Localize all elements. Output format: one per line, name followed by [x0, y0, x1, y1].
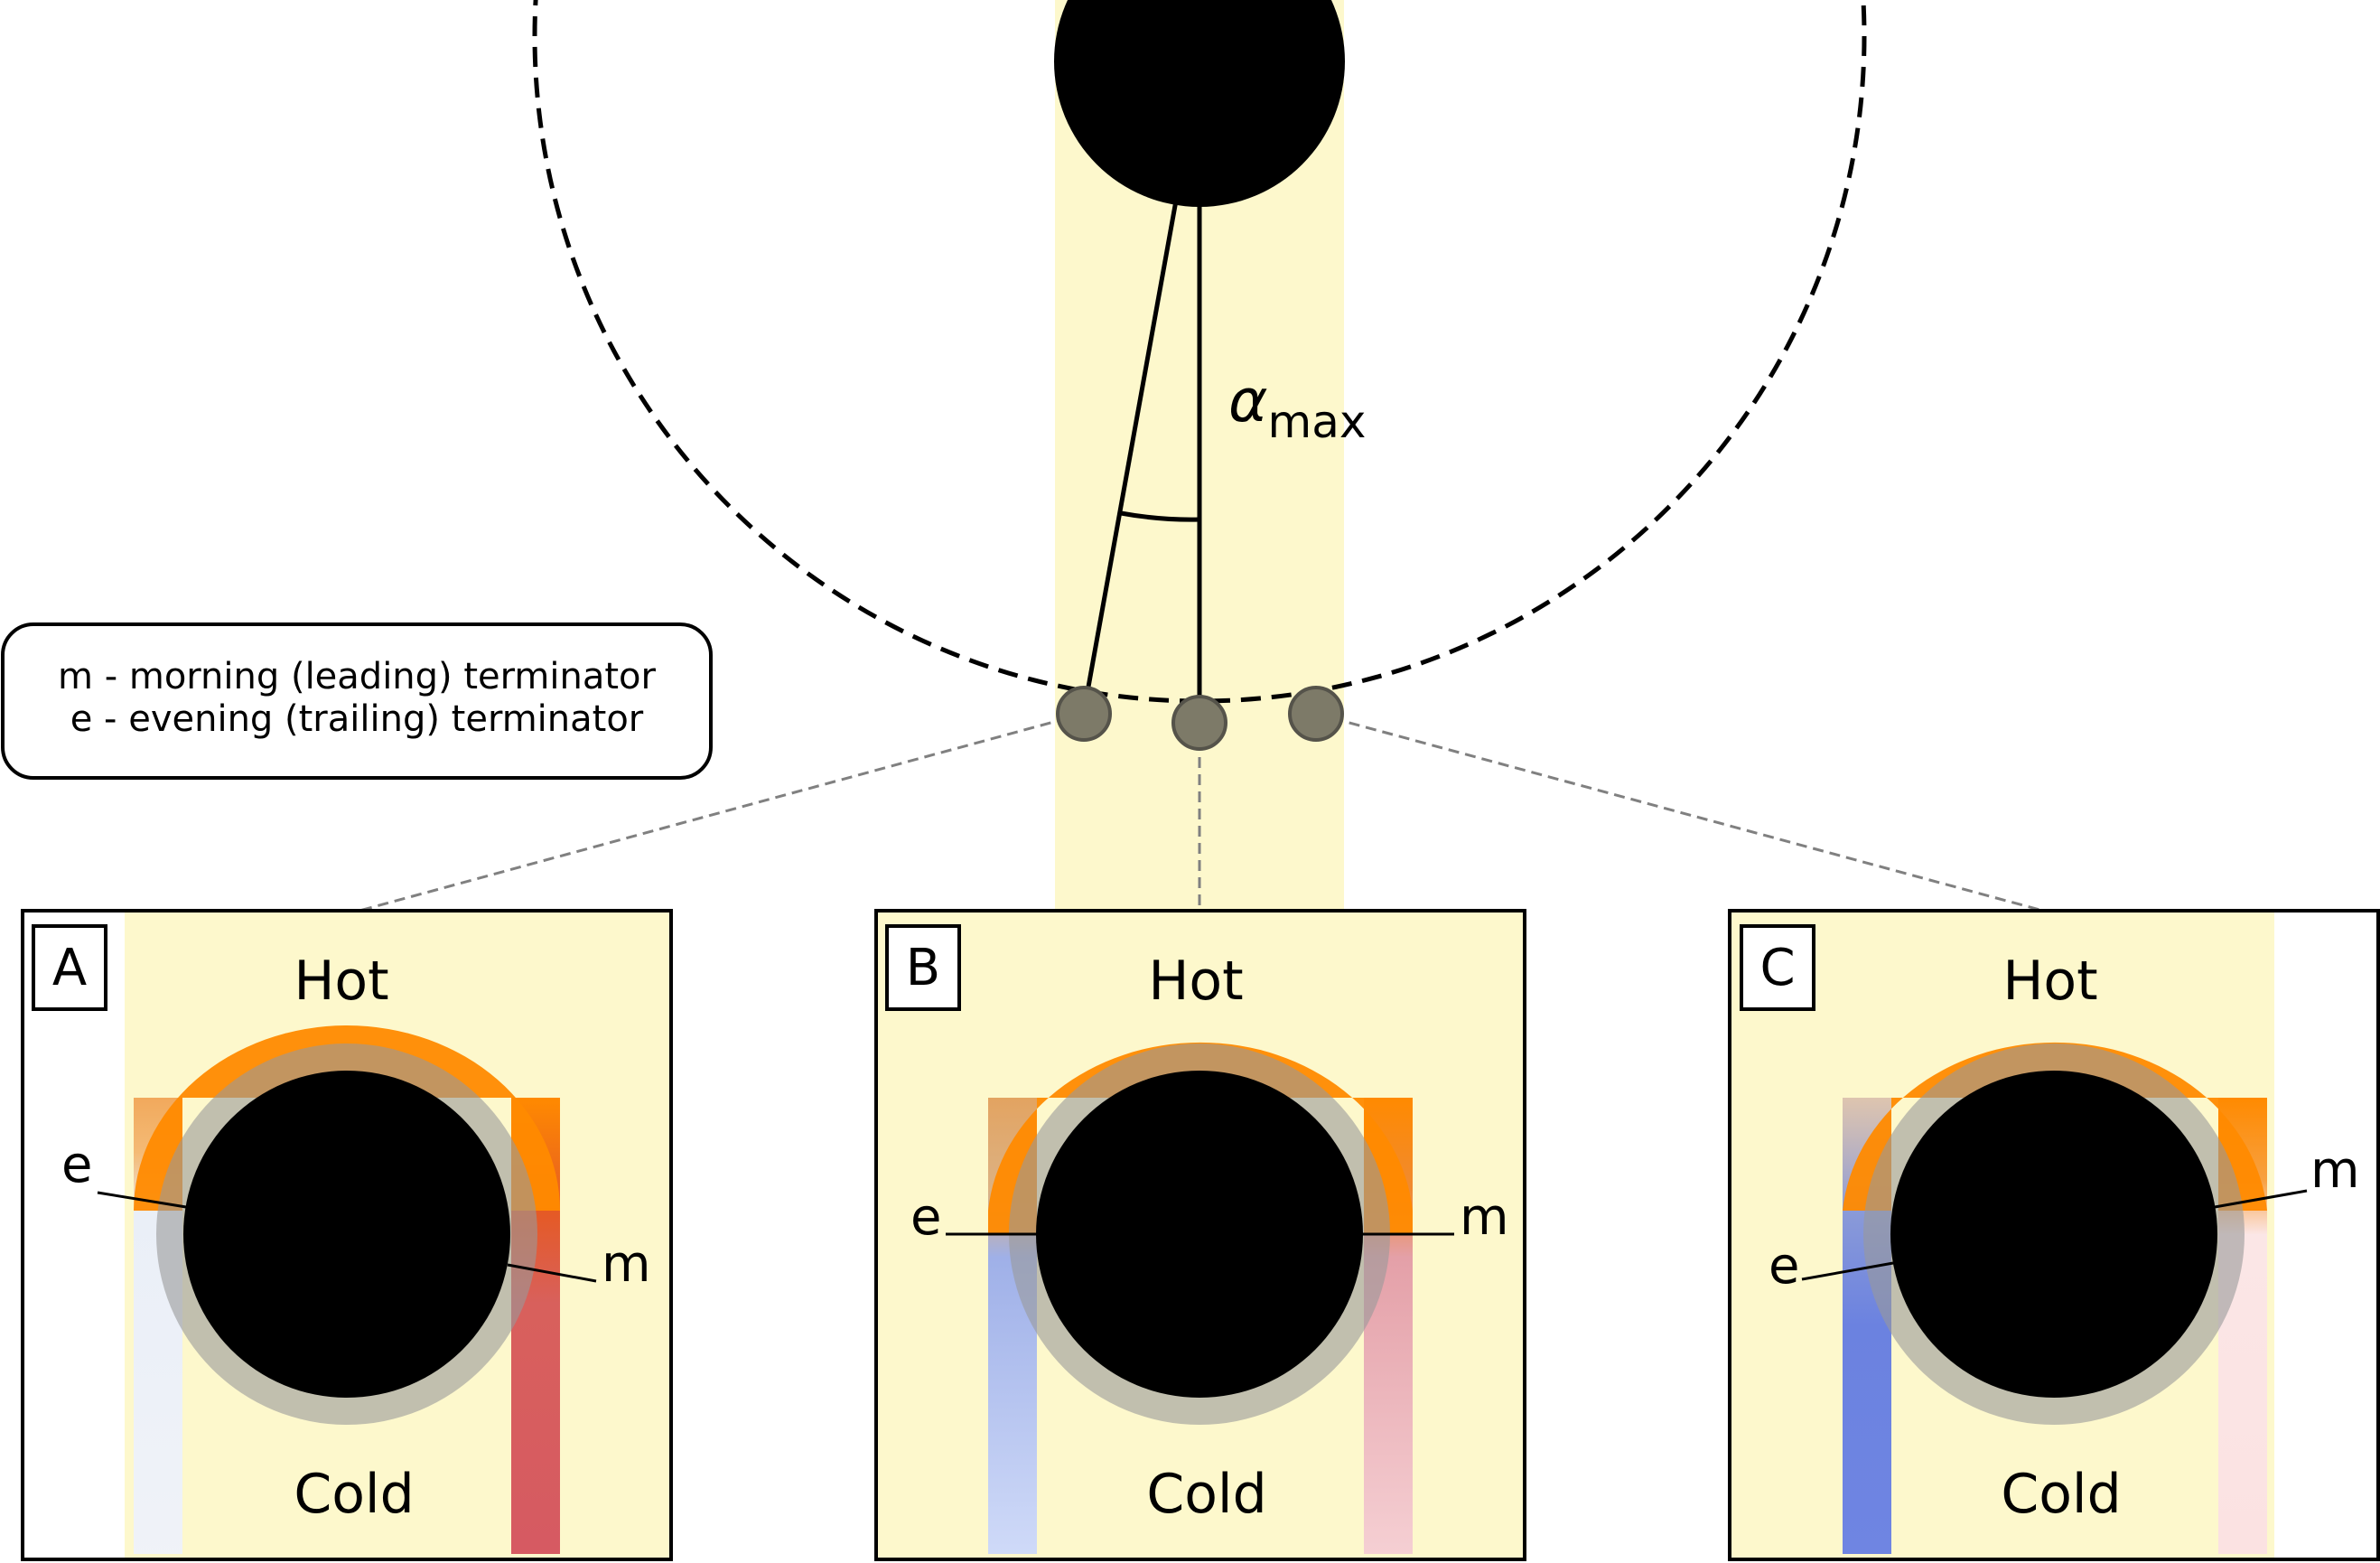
- panel-b-planet: [1036, 1071, 1363, 1398]
- panel-c-frame: [1728, 909, 2380, 1561]
- legend-morning-text: m - morning (leading) terminator: [58, 656, 656, 697]
- panel-c-cold-label: Cold: [2001, 1463, 2121, 1526]
- panel-a-evening-label: e: [61, 1136, 92, 1194]
- guide-line-c: [1315, 712, 2044, 913]
- panel-c-hot-label: Hot: [2002, 950, 2097, 1013]
- panel-c-evening-label: e: [1769, 1237, 1799, 1296]
- panel-a-m-leader: [507, 1263, 597, 1283]
- panel-b-tag: [885, 924, 961, 1011]
- orbit-planet-a: [1056, 686, 1112, 742]
- orbit-planet-c: [1288, 686, 1344, 742]
- panel-b-tag-text: B: [906, 939, 940, 997]
- legend-evening-text: e - evening (trailing) terminator: [70, 698, 644, 740]
- guide-line-a: [359, 712, 1085, 913]
- panel-c-planet: [1890, 1071, 2217, 1398]
- panel-a-cold-label: Cold: [294, 1463, 414, 1526]
- panel-c-m-leader: [2214, 1189, 2308, 1209]
- host-star: [1054, 0, 1345, 207]
- panel-c-tag-text: C: [1759, 939, 1795, 997]
- panel-b-hot-label: Hot: [1148, 950, 1243, 1013]
- panel-a-planet: [183, 1071, 510, 1398]
- orbit-planet-b: [1171, 695, 1227, 751]
- panel-c-e-leader: [1801, 1261, 1894, 1281]
- panel-b: e m Hot Cold B: [874, 909, 1526, 1561]
- panel-a: e m Hot Cold A: [21, 909, 673, 1561]
- panel-c-morning-label: m: [2310, 1141, 2360, 1200]
- tilted-sightline: [1081, 200, 1179, 713]
- panel-a-e-leader: [97, 1191, 187, 1209]
- alpha-max-arc: [1120, 510, 1200, 522]
- panel-c-tag: [1740, 924, 1815, 1011]
- panel-a-frame: [21, 909, 673, 1561]
- panel-b-frame: [874, 909, 1526, 1561]
- orbit-path: [532, 0, 1867, 704]
- panel-b-morning-label: m: [1460, 1188, 1509, 1247]
- alpha-max-label: αmax: [1228, 366, 1366, 448]
- panel-a-hot-limb: [134, 1025, 560, 1211]
- panel-a-hot-label: Hot: [294, 950, 388, 1013]
- legend-box: m - morning (leading) terminator e - eve…: [1, 622, 713, 780]
- panel-b-cold-label: Cold: [1146, 1463, 1266, 1526]
- panel-a-tag: [32, 924, 107, 1011]
- panel-a-tag-text: A: [52, 939, 87, 997]
- panel-a-morning-label: m: [602, 1235, 651, 1294]
- panel-b-evening-label: e: [910, 1188, 941, 1247]
- panel-c: e m Hot Cold C: [1728, 909, 2380, 1561]
